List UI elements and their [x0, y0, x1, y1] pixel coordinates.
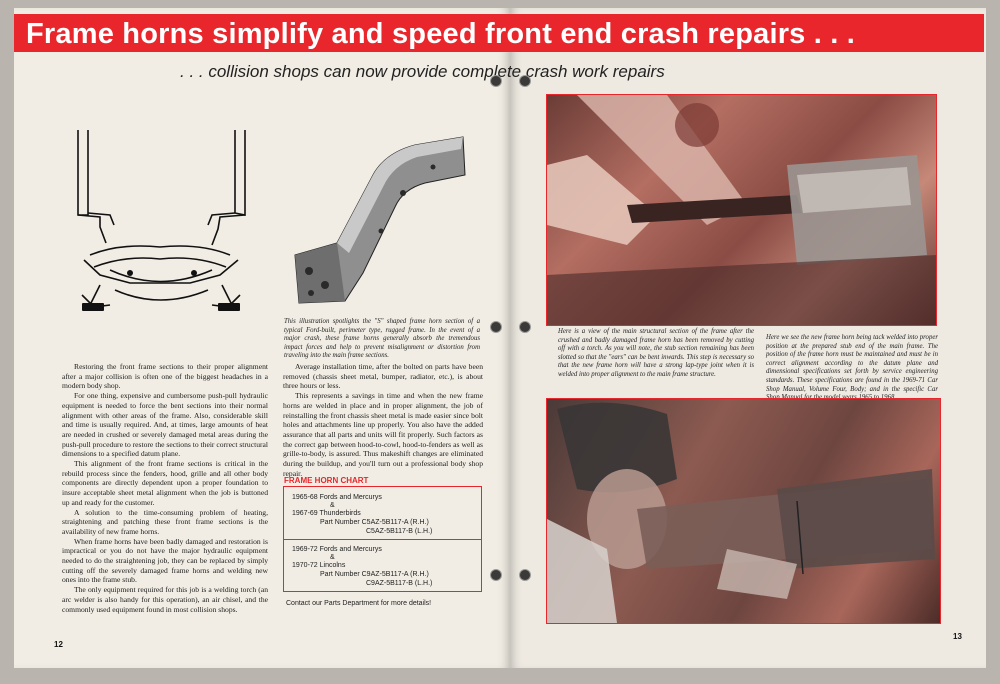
paragraph: The only equipment required for this job… [62, 585, 268, 614]
illustration-caption: This illustration spotlights the "S" sha… [284, 318, 480, 360]
frame-drawing [77, 130, 246, 311]
photo-1-shapes [547, 95, 936, 325]
paragraph: A solution to the time-consuming problem… [62, 507, 268, 536]
frame-horn-chart: 1965-68 Fords and Mercurys & 1967-69 Thu… [283, 486, 482, 592]
paragraph: This alignment of the front frame sectio… [62, 459, 268, 507]
title-banner [14, 14, 984, 52]
photo-welding [546, 398, 941, 624]
paragraph: For one thing, expensive and cumbersome … [62, 391, 269, 459]
frame-horn-drawing [294, 136, 466, 304]
photo-1-caption: Here is a view of the main structural se… [558, 328, 754, 378]
chart-part-number: C5AZ-5B117-B (L.H.) [366, 528, 433, 535]
chart-part-number: C9AZ-5B117-B (L.H.) [366, 580, 433, 587]
paragraph: Average installation time, after the bol… [283, 362, 483, 391]
binder-hole [491, 322, 501, 332]
left-page [14, 8, 510, 668]
body-column-2: Average installation time, after the bol… [283, 362, 483, 478]
chart-divider [284, 539, 481, 540]
page-number-right: 13 [953, 632, 962, 641]
body-column-1: Restoring the front frame sections to th… [62, 362, 268, 614]
binder-hole [520, 322, 530, 332]
chart-part-number: Part Number C9AZ-5B117-A (R.H.) [320, 571, 429, 578]
contact-note: Contact our Parts Department for more de… [286, 600, 432, 607]
photo-2-caption: Here we see the new frame horn being tac… [766, 334, 938, 401]
page-number-left: 12 [54, 640, 63, 649]
page-title: Frame horns simplify and speed front end… [26, 18, 856, 50]
binder-hole [520, 570, 530, 580]
chart-model: 1967-69 Thunderbirds [292, 510, 361, 517]
paragraph: When frame horns have been badly damaged… [62, 536, 268, 585]
chart-ampersand: & [330, 554, 335, 561]
binder-hole [491, 76, 501, 86]
binder-hole [520, 76, 530, 86]
chart-heading: FRAME HORN CHART [284, 476, 369, 485]
photo-frame-stub [546, 94, 937, 326]
chart-ampersand: & [330, 502, 335, 509]
chart-model: 1965-68 Fords and Mercurys [292, 494, 382, 501]
chart-model: 1969-72 Fords and Mercurys [292, 546, 382, 553]
chart-model: 1970-72 Lincolns [292, 562, 346, 569]
chart-part-number: Part Number C5AZ-5B117-A (R.H.) [320, 519, 429, 526]
binder-hole [491, 570, 501, 580]
paragraph: This represents a savings in time and wh… [283, 391, 483, 478]
paragraph: Restoring the front frame sections to th… [62, 362, 268, 391]
photo-2-shapes [547, 402, 935, 623]
page-subtitle: . . . collision shops can now provide co… [180, 62, 665, 81]
